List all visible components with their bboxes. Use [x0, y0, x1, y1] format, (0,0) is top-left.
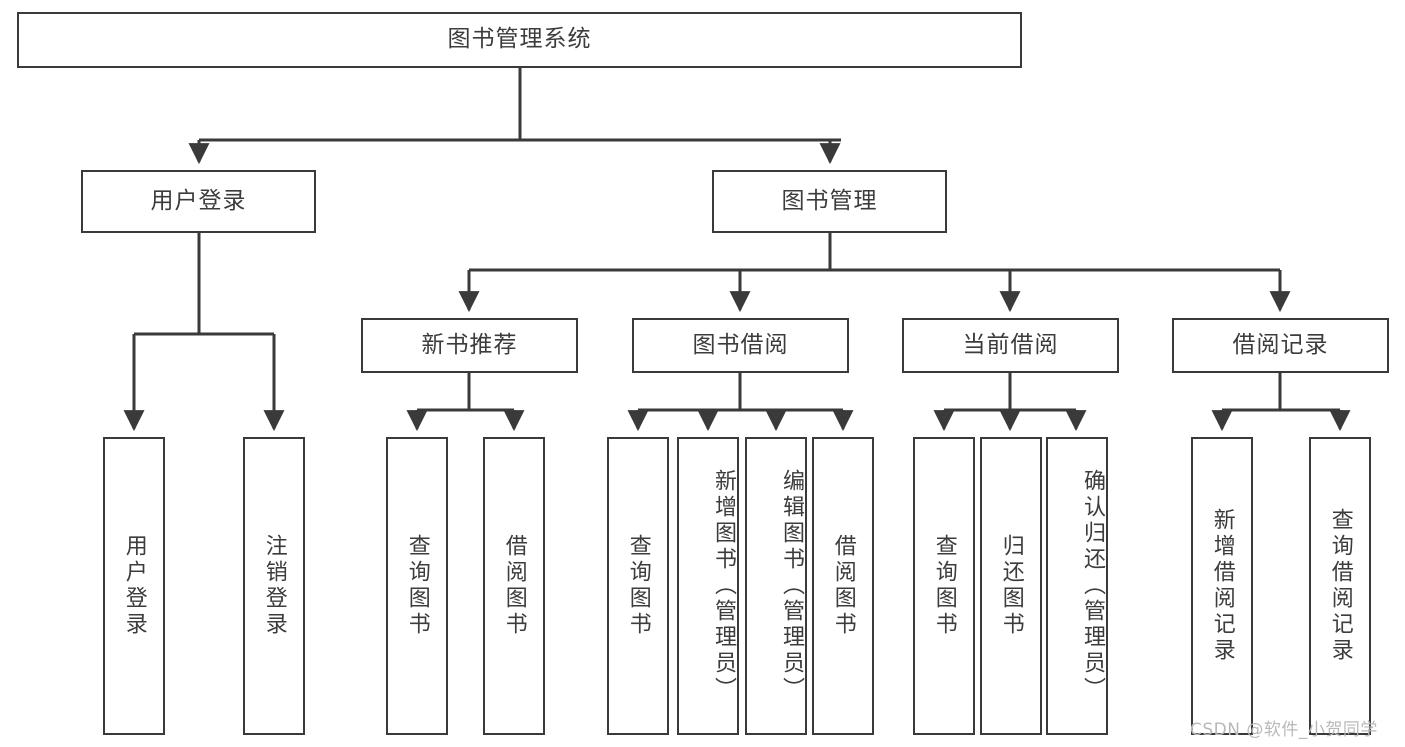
- node-root[interactable]: 图书管理系统: [17, 12, 1022, 68]
- node-user-login[interactable]: 用户登录: [81, 170, 316, 233]
- watermark: CSDN @软件_小贺同学: [1190, 720, 1378, 740]
- leaf-return-book-label: 归还图书: [998, 534, 1024, 638]
- node-new-book-rec-label: 新书推荐: [421, 331, 518, 358]
- leaf-edit-book-label: 编辑图书（管理员）: [779, 469, 804, 703]
- leaf-borrow-book-1[interactable]: 借阅图书: [483, 437, 545, 735]
- leaf-add-book[interactable]: 新增图书（管理员）: [677, 437, 739, 735]
- leaf-query-record[interactable]: 查询借阅记录: [1309, 437, 1371, 735]
- node-book-manage[interactable]: 图书管理: [712, 170, 947, 233]
- node-current-borrow-label: 当前借阅: [962, 331, 1059, 358]
- leaf-user-login[interactable]: 用户登录: [103, 437, 165, 735]
- leaf-query-book-2[interactable]: 查询图书: [607, 437, 669, 735]
- leaf-borrow-book-2[interactable]: 借阅图书: [812, 437, 874, 735]
- leaf-borrow-book-2-label: 借阅图书: [830, 534, 856, 638]
- leaf-add-book-label: 新增图书（管理员）: [711, 469, 736, 703]
- node-current-borrow[interactable]: 当前借阅: [902, 318, 1119, 373]
- leaf-confirm-return[interactable]: 确认归还（管理员）: [1046, 437, 1108, 735]
- leaf-query-book-3-label: 查询图书: [931, 534, 957, 638]
- leaf-query-book-1[interactable]: 查询图书: [386, 437, 448, 735]
- leaf-query-book-1-label: 查询图书: [404, 534, 430, 638]
- leaf-logout-label: 注销登录: [261, 534, 287, 638]
- node-book-manage-label: 图书管理: [781, 187, 878, 214]
- leaf-borrow-book-1-label: 借阅图书: [501, 534, 527, 638]
- leaf-add-record-label: 新增借阅记录: [1209, 508, 1235, 664]
- node-user-login-label: 用户登录: [150, 187, 247, 214]
- leaf-add-record[interactable]: 新增借阅记录: [1191, 437, 1253, 735]
- leaf-logout[interactable]: 注销登录: [243, 437, 305, 735]
- node-borrow-record-label: 借阅记录: [1232, 331, 1329, 358]
- leaf-edit-book[interactable]: 编辑图书（管理员）: [745, 437, 807, 735]
- node-borrow-record[interactable]: 借阅记录: [1172, 318, 1389, 373]
- node-book-borrow[interactable]: 图书借阅: [632, 318, 849, 373]
- node-book-borrow-label: 图书借阅: [692, 331, 789, 358]
- leaf-query-book-2-label: 查询图书: [625, 534, 651, 638]
- leaf-user-login-label: 用户登录: [121, 534, 147, 638]
- leaf-confirm-return-label: 确认归还（管理员）: [1080, 469, 1105, 703]
- node-new-book-rec[interactable]: 新书推荐: [361, 318, 578, 373]
- leaf-query-book-3[interactable]: 查询图书: [913, 437, 975, 735]
- leaf-query-record-label: 查询借阅记录: [1327, 508, 1353, 664]
- leaf-return-book[interactable]: 归还图书: [980, 437, 1042, 735]
- node-root-label: 图书管理系统: [447, 26, 592, 53]
